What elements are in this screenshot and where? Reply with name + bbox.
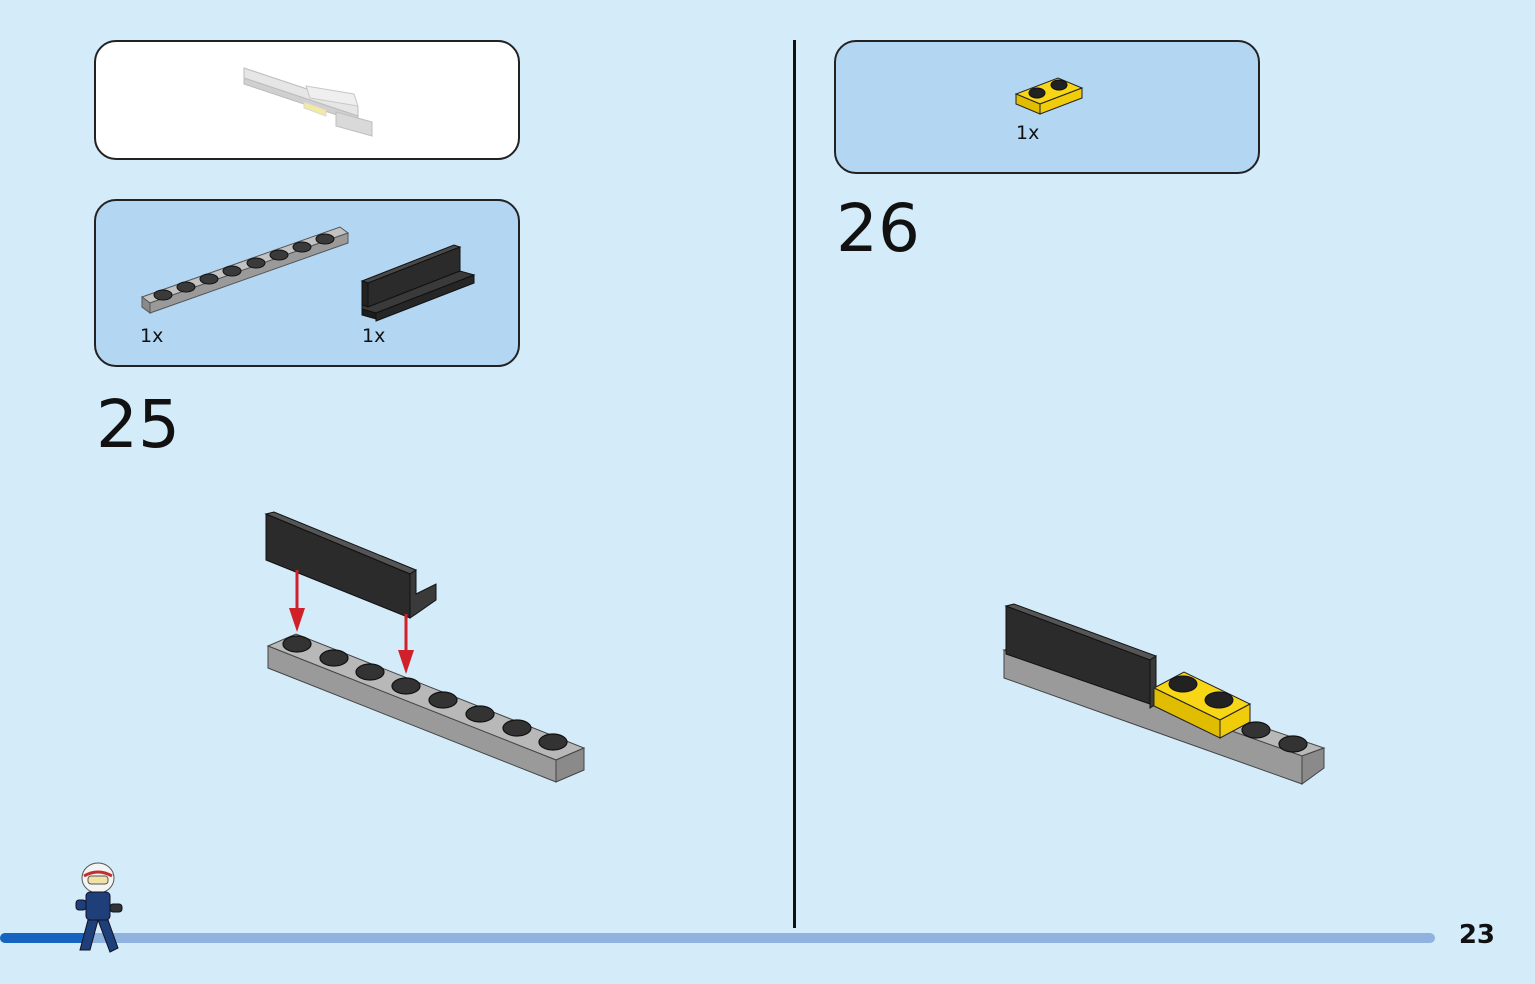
submodel-preview-panel	[94, 40, 520, 160]
page-number: 23	[1458, 920, 1495, 950]
step-26-assembly-illustration	[1002, 603, 1326, 785]
parts-list-panel-step-25: 1x 1x	[94, 199, 520, 367]
step-number-26: 26	[836, 190, 920, 267]
part-quantity-yellow-plate: 1x	[1016, 122, 1040, 144]
part-quantity-black-panel: 1x	[362, 325, 386, 347]
step-25-assembly-illustration	[264, 511, 586, 783]
grey-plate-1x8-part	[140, 226, 350, 314]
page-divider	[793, 40, 796, 928]
progress-bar-track	[0, 933, 1435, 943]
progress-bar-fill	[0, 933, 87, 943]
parts-list-panel-step-26: 1x	[834, 40, 1260, 174]
minifigure-racer-icon	[75, 862, 123, 953]
submodel-preview-image	[243, 67, 373, 137]
black-panel-part	[360, 244, 476, 322]
part-quantity-grey-plate: 1x	[140, 325, 164, 347]
step-number-25: 25	[96, 386, 180, 463]
yellow-plate-1x2-part	[1014, 77, 1084, 115]
